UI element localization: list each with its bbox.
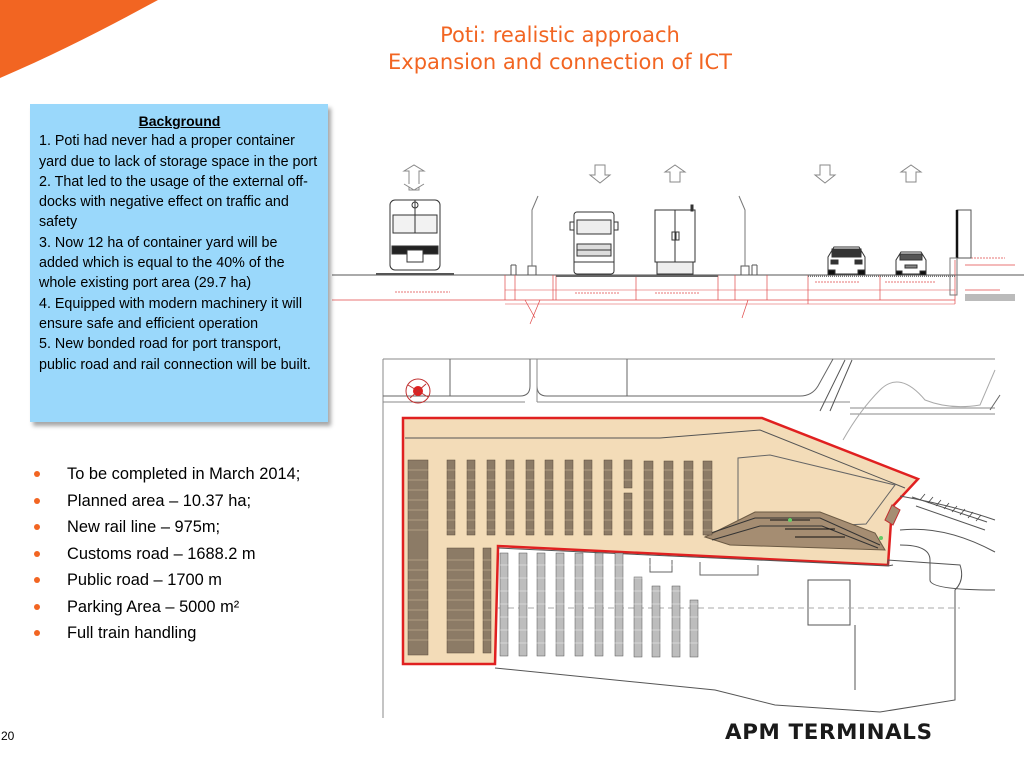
key-fact-item: New rail line – 975m;: [34, 514, 300, 541]
key-fact-text: To be completed in March 2014;: [67, 465, 301, 483]
key-facts-list: To be completed in March 2014; Planned a…: [34, 461, 300, 647]
key-fact-text: Public road – 1700 m: [67, 571, 222, 589]
key-fact-item: Full train handling: [34, 620, 300, 647]
key-fact-text: Customs road – 1688.2 m: [67, 544, 256, 563]
rail-yard: [703, 511, 886, 551]
bullet-dot-icon: [34, 603, 40, 610]
background-point-2: 2. That led to the usage of the external…: [39, 173, 308, 231]
car-icon-1: [827, 246, 866, 276]
tree-symbol-icon: [405, 378, 431, 404]
bullet-dot-icon: [34, 497, 40, 504]
page-number: 20: [1, 729, 15, 743]
key-fact-text: Parking Area – 5000 m²: [67, 597, 240, 616]
background-point-5: 5. New bonded road for port transport, p…: [39, 336, 311, 373]
key-fact-item: Customs road – 1688.2 m: [34, 541, 300, 568]
parking-hatch: [919, 493, 982, 522]
car-icon-2: [895, 251, 927, 276]
background-point-4: 4. Equipped with modern machinery it wil…: [39, 295, 303, 332]
title-line-1: Poti: realistic approach: [440, 23, 680, 47]
background-callout-box: Background 1. Poti had never had a prope…: [30, 104, 328, 422]
direction-arrows: [402, 164, 923, 191]
cross-section-drawing: [332, 164, 1024, 325]
site-plan-drawing: [382, 358, 1001, 718]
corner-swoosh-decoration: [0, 0, 158, 78]
container-blocks-existing: [499, 552, 699, 658]
background-point-3: 3. Now 12 ha of container yard will be a…: [39, 234, 285, 292]
key-fact-text: Full train handling: [67, 624, 197, 642]
background-heading: Background: [138, 113, 221, 129]
train-front-icon: [376, 199, 454, 275]
bullet-dot-icon: [34, 471, 40, 477]
key-fact-item: Parking Area – 5000 m²: [34, 594, 300, 621]
slide-title: Poti: realistic approach Expansion and c…: [340, 22, 780, 76]
key-fact-item: Public road – 1700 m: [34, 567, 300, 594]
bullet-dot-icon: [34, 524, 40, 530]
bullet-dot-icon: [34, 577, 40, 583]
bullet-dot-icon: [34, 630, 40, 636]
key-fact-text: New rail line – 975m;: [67, 518, 221, 536]
background-point-1: 1. Poti had never had a proper container…: [39, 133, 318, 170]
apm-terminals-logo: APM TERMINALS: [725, 720, 933, 744]
container-blocks-yard: [407, 459, 713, 656]
container-truck-rear-icon: [654, 204, 696, 275]
title-line-2: Expansion and connection of ICT: [388, 50, 732, 74]
key-fact-item: Planned area – 10.37 ha;: [34, 488, 300, 515]
key-fact-item: To be completed in March 2014;: [34, 461, 300, 488]
key-fact-text: Planned area – 10.37 ha;: [67, 491, 252, 510]
bullet-dot-icon: [34, 550, 40, 557]
truck-front-icon: [569, 211, 619, 275]
